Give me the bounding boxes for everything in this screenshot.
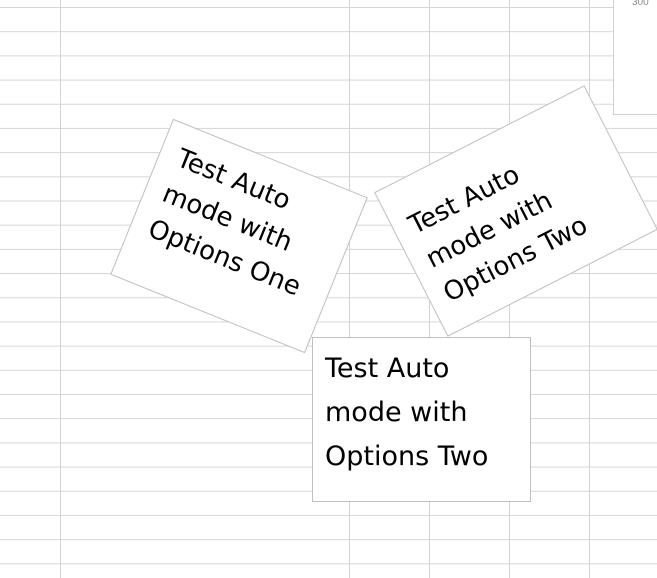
textbox-line: Test Auto bbox=[325, 353, 450, 384]
embedded-chart-partial[interactable]: 300 bbox=[613, 0, 657, 115]
textbox-line: mode with bbox=[325, 397, 468, 428]
textbox-three[interactable]: Test Auto mode with Options Two bbox=[312, 337, 531, 502]
column-divider bbox=[60, 0, 61, 578]
textbox-line: Options Two bbox=[325, 441, 489, 472]
column-divider bbox=[349, 0, 350, 578]
chart-axis-tick-label: 300 bbox=[632, 0, 649, 8]
column-divider bbox=[589, 0, 590, 578]
